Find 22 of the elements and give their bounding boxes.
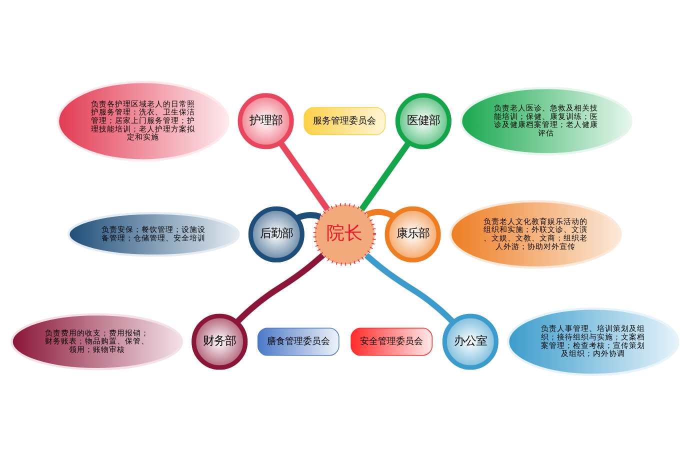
node-ellipse: 负责安保；餐饮管理；设施设备管理；仓储管理、安全培训 [67,212,240,257]
node-ellipse: 负责各护理区域老人的日常照护服务管理：洗衣、卫生保洁管理；居家上门服务管理；护理技能培训；老人护理方案拟定和实施 [56,80,230,162]
node-circle: 医健部 [395,93,452,150]
node-box: 服务管理委员会 [304,107,386,136]
node-ellipse: 负责人事管理、培训策划及组织；接待组织与实施；文案档案管理；检查考核；宣传策划及组织；内外协调 [506,308,680,376]
node-box: 膳食管理委员会 [257,328,340,356]
node-circle: 办公室 [442,314,498,370]
node-circle: 护理部 [238,93,294,150]
connector [359,140,412,212]
connector [366,208,396,220]
node-circle: 后勤部 [248,206,304,262]
node-circle: 院长 [313,202,376,266]
node-ellipse: 负责老人医诊、急救及相关技能培训；保健、康复训练；医诊及健康档案管理；老人健康评估 [460,86,632,156]
connector [364,253,456,324]
node-circle: 财务部 [192,314,248,370]
node-ellipse: 负责老人文化教育娱乐活动的组织和实施；外联文诊、文演、文娱、文教、文商；组织老人外游；协助对外宣传 [449,200,622,269]
node-circle: 康乐部 [384,206,441,262]
connector [234,253,325,324]
connector [278,140,330,212]
node-ellipse: 负责费用的收支；费用报销；财务账表；物品购置、保管、领用；账物审核 [10,313,184,370]
connector [295,212,322,222]
node-box: 安全管理委员会 [350,328,433,356]
